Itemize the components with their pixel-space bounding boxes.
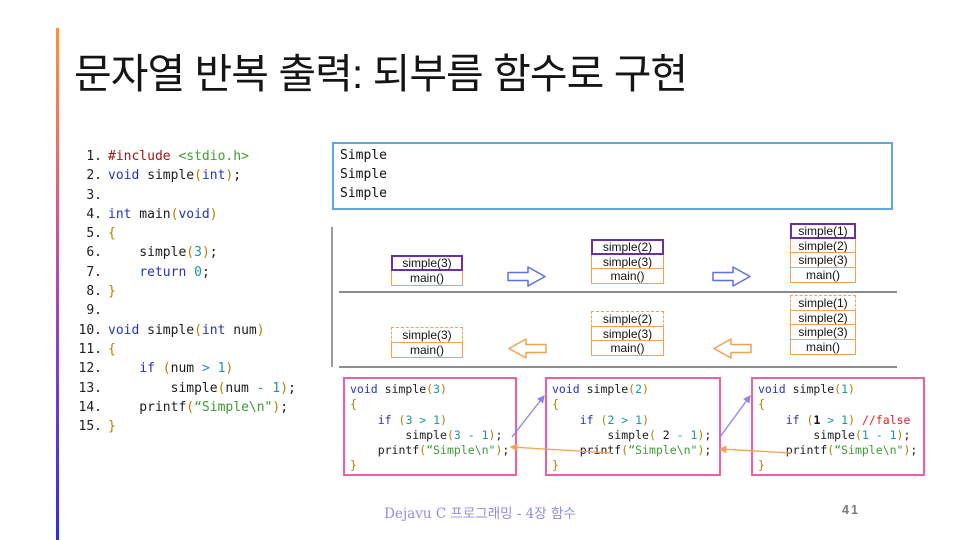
line-number: 11. bbox=[78, 341, 102, 357]
code-line: 3. bbox=[78, 186, 296, 205]
line-number: 2. bbox=[86, 168, 102, 184]
line-number: 10. bbox=[78, 322, 102, 338]
code-line: { bbox=[350, 397, 357, 412]
code-line: 10.void simple(int num) bbox=[78, 321, 296, 340]
call-stack-push-1: simple(3)main() bbox=[391, 255, 463, 286]
code-line: printf(“Simple\n"); bbox=[758, 443, 918, 458]
output-line: Simple bbox=[340, 148, 387, 163]
code-line: void simple(3) bbox=[350, 382, 447, 396]
code-line: if (1 > 1) //false bbox=[785, 412, 911, 427]
code-line: void simple(1) bbox=[758, 382, 855, 396]
call-stack-pop-2: simple(2)simple(3)main() bbox=[591, 311, 664, 356]
stack-frame: simple(3) bbox=[391, 255, 463, 271]
code-listing: 1.#include <stdio.h>2.void simple(int); 3… bbox=[78, 147, 296, 436]
code-line: 9. bbox=[78, 301, 296, 320]
line-number: 9. bbox=[86, 303, 102, 319]
stack-frame: main() bbox=[790, 266, 856, 283]
output-line: Simple bbox=[340, 167, 387, 182]
stack-frame: main() bbox=[391, 341, 463, 358]
line-number: 8. bbox=[86, 284, 102, 300]
code-line: simple( 2 - 1); bbox=[552, 427, 712, 442]
code-line: } bbox=[758, 458, 765, 473]
code-line: 15.} bbox=[78, 417, 296, 436]
line-number: 13. bbox=[78, 380, 102, 396]
trace-box-simple2: void simple(2){ if (2 > 1) simple( 2 - 1… bbox=[545, 377, 721, 476]
code-line: 13. simple(num - 1); bbox=[78, 379, 296, 398]
flow-arrow-right-icon bbox=[507, 266, 546, 287]
page-title: 문자열 반복 출력: 되부름 함수로 구현 bbox=[74, 51, 688, 97]
line-number: 14. bbox=[78, 399, 102, 415]
code-line: 12. if (num > 1) bbox=[78, 359, 296, 378]
stack-baseline-bottom bbox=[339, 366, 897, 368]
line-number: 7. bbox=[86, 264, 102, 280]
call-stack-pop-3: simple(3)main() bbox=[391, 327, 463, 358]
line-number: 15. bbox=[78, 419, 102, 435]
code-line: if (2 > 1) bbox=[579, 412, 649, 427]
stack-frame: main() bbox=[790, 338, 856, 355]
line-number: 4. bbox=[86, 206, 102, 222]
call-stack-push-3: simple(1)simple(2)simple(3)main() bbox=[790, 223, 856, 283]
code-line: { bbox=[758, 397, 765, 412]
stack-frame: main() bbox=[591, 268, 664, 284]
code-line: simple(3 - 1); bbox=[350, 427, 503, 442]
code-line: 4.int main(void) bbox=[78, 205, 296, 224]
line-number: 12. bbox=[78, 361, 102, 377]
code-line: 11.{ bbox=[78, 340, 296, 359]
code-line: void simple(2) bbox=[552, 382, 649, 396]
line-number: 5. bbox=[86, 226, 102, 242]
stack-frame: main() bbox=[591, 340, 664, 356]
code-line: 1.#include <stdio.h> bbox=[78, 147, 296, 166]
code-line: 5.{ bbox=[78, 224, 296, 243]
code-line: 2.void simple(int); bbox=[78, 166, 296, 185]
stack-frame: simple(3) bbox=[790, 252, 856, 268]
program-output-box: Simple Simple Simple bbox=[332, 142, 893, 210]
flow-arrow-left-icon bbox=[508, 338, 547, 359]
stack-frame: simple(1) bbox=[790, 223, 856, 239]
code-line: printf(“Simple\n"); bbox=[350, 443, 510, 458]
code-line: { bbox=[552, 397, 559, 412]
stack-frame: simple(2) bbox=[591, 239, 664, 255]
flow-arrow-left-icon bbox=[713, 338, 752, 359]
call-stack-pop-1: simple(1)simple(2)simple(3)main() bbox=[790, 295, 856, 355]
code-line: } bbox=[350, 458, 357, 473]
page-number: 41 bbox=[842, 503, 860, 517]
code-line: 6. simple(3); bbox=[78, 243, 296, 262]
code-line: 14. printf(“Simple\n"); bbox=[78, 398, 296, 417]
code-line: simple(1 - 1); bbox=[758, 427, 911, 442]
code-line: if (3 > 1) bbox=[377, 412, 447, 427]
output-line: Simple bbox=[340, 186, 387, 201]
flow-arrow-right-icon bbox=[712, 266, 751, 287]
stack-frame: main() bbox=[391, 269, 463, 286]
trace-box-simple3: void simple(3){ if (3 > 1) simple(3 - 1)… bbox=[343, 377, 517, 476]
stack-baseline-top bbox=[339, 291, 897, 293]
call-stack-push-2: simple(2)simple(3)main() bbox=[591, 239, 664, 284]
code-line: } bbox=[552, 458, 559, 473]
stack-axis-line bbox=[331, 227, 333, 367]
line-number: 1. bbox=[86, 149, 102, 164]
trace-box-simple1: void simple(1){ if (1 > 1) //false simpl… bbox=[751, 377, 925, 476]
code-line: 7. return 0; bbox=[78, 263, 296, 282]
code-line: 8.} bbox=[78, 282, 296, 301]
stack-frame: simple(2) bbox=[790, 309, 856, 326]
stack-frame: simple(3) bbox=[591, 325, 664, 342]
line-number: 6. bbox=[86, 245, 102, 261]
accent-line bbox=[56, 28, 59, 540]
call-arrow-icon bbox=[719, 394, 751, 438]
line-number: 3. bbox=[86, 187, 102, 203]
footer-text: Dejavu C 프로그래밍 - 4장 함수 bbox=[384, 506, 576, 522]
code-line: printf(“Simple\n"); bbox=[552, 443, 712, 458]
